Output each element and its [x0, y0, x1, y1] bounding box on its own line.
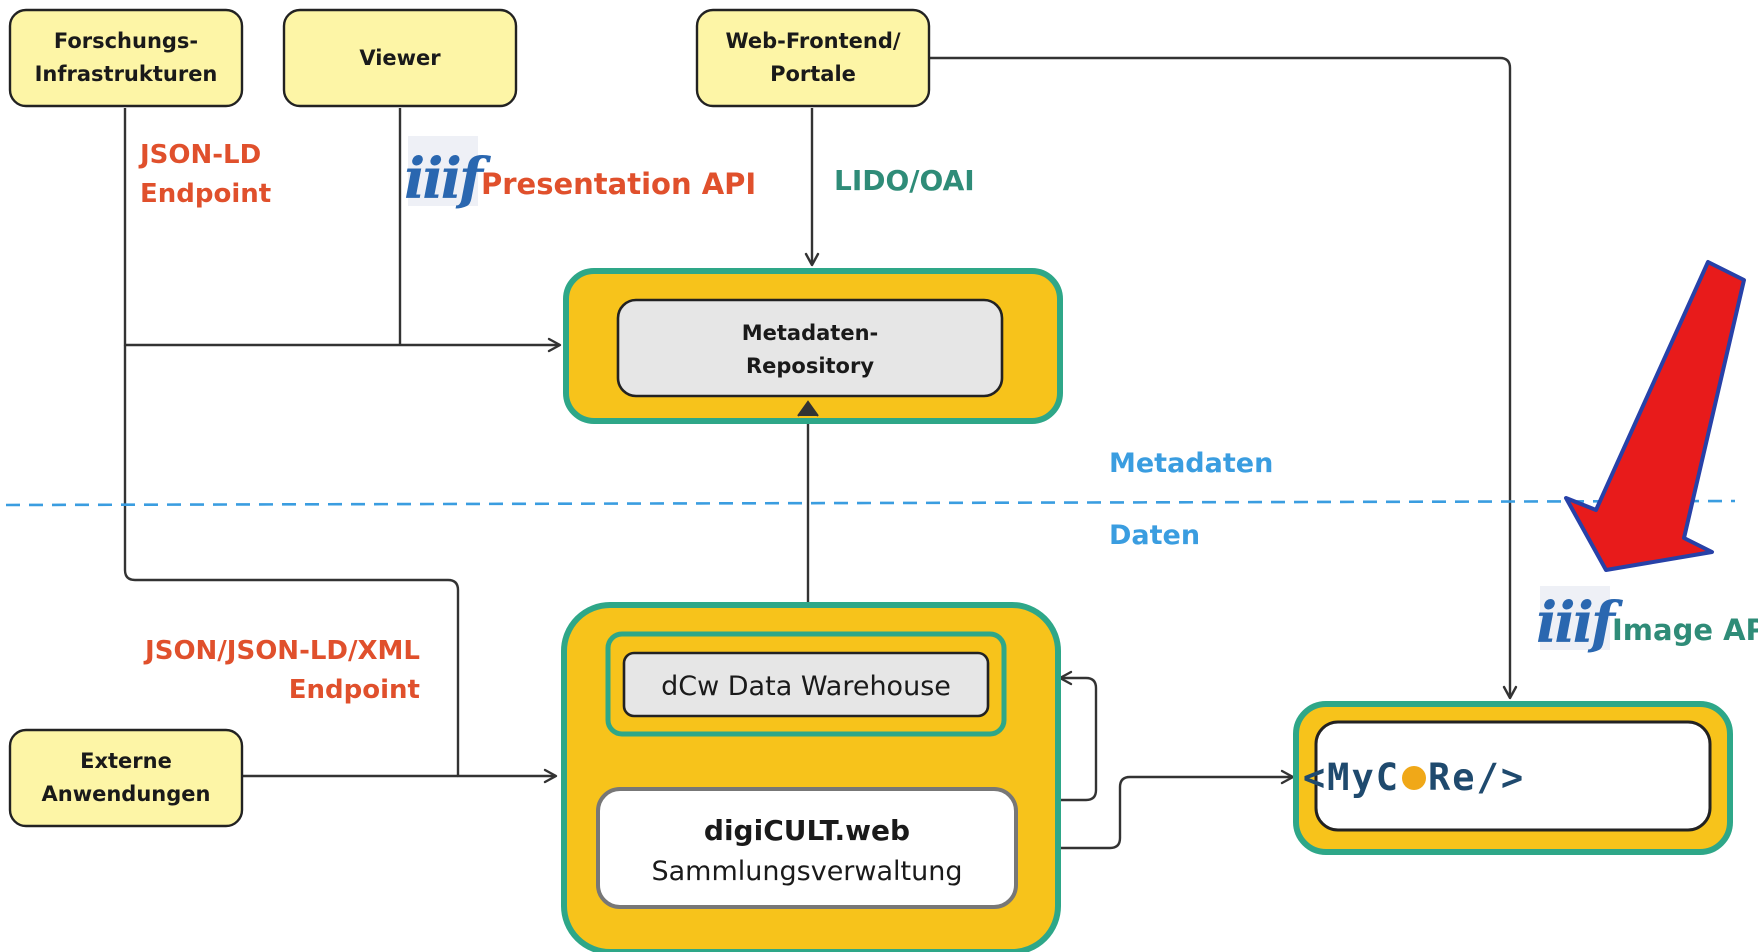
mycore-logo-post: Re/>	[1428, 756, 1525, 799]
connectors	[123, 56, 1518, 850]
iiif-logo-image-api: iiif	[1536, 586, 1627, 656]
node-viewer: Viewer	[282, 8, 518, 108]
node-externe-anwendungen: Externe Anwendungen	[8, 728, 244, 828]
node-repository-line1: Metadaten-	[742, 321, 879, 345]
node-dcw-label: dCw Data Warehouse	[661, 671, 951, 702]
label-jsonld-2: Endpoint	[140, 179, 271, 209]
label-metadaten: Metadaten	[1109, 448, 1273, 479]
mycore-logo-dot	[1402, 766, 1426, 790]
iiif-logo-text-image-api: iiif	[1536, 590, 1624, 656]
mycore-logo-pre: <MyC	[1303, 756, 1400, 799]
label-daten: Daten	[1109, 520, 1200, 551]
label-jsonld-1: JSON-LD	[138, 140, 261, 170]
label-json-xml-2: Endpoint	[289, 675, 420, 705]
node-viewer-label: Viewer	[359, 46, 441, 70]
iiif-logo-presentation: iiif	[404, 136, 495, 212]
metadata-data-divider	[5, 499, 1736, 507]
iiif-logo-text-presentation: iiif	[404, 146, 492, 212]
digicult-container: dCw Data Warehouse digiCULT.web Sammlung…	[561, 602, 1061, 952]
mycore-container: <MyC Re/>	[1293, 701, 1733, 855]
mycore-logo: <MyC Re/>	[1303, 756, 1525, 799]
label-image-api: Image API	[1612, 613, 1758, 647]
node-forschung-line1: Forschungs-	[54, 29, 198, 53]
label-lido-oai: LIDO/OAI	[834, 164, 975, 197]
red-pointer-arrow	[1564, 260, 1746, 572]
label-presentation-api: Presentation API	[481, 167, 756, 201]
connector-digicult-loop-to-dcw	[1016, 670, 1098, 802]
node-externe-line1: Externe	[80, 749, 172, 773]
node-webfrontend-line2: Portale	[770, 62, 856, 86]
node-digicult-line1: digiCULT.web	[704, 814, 910, 847]
metadata-repository-container: Metadaten- Repository	[563, 268, 1063, 424]
node-webfrontend-line1: Web-Frontend/	[725, 29, 900, 53]
connector-webfrontend-to-mycore	[930, 56, 1518, 700]
connector-digicult-to-mycore	[1016, 769, 1295, 850]
node-digicult-line2: Sammlungsverwaltung	[652, 856, 963, 887]
node-repository-line2: Repository	[746, 354, 874, 378]
node-externe-line2: Anwendungen	[42, 782, 211, 806]
node-forschung-line2: Infrastrukturen	[35, 62, 218, 86]
node-web-frontend: Web-Frontend/ Portale	[695, 8, 931, 108]
repository-bottom-arrowhead	[797, 400, 819, 417]
node-forschungs-infrastrukturen: Forschungs- Infrastrukturen	[8, 8, 244, 108]
label-json-xml-1: JSON/JSON-LD/XML	[143, 636, 420, 666]
connector-forschung-to-digicult	[123, 345, 558, 784]
